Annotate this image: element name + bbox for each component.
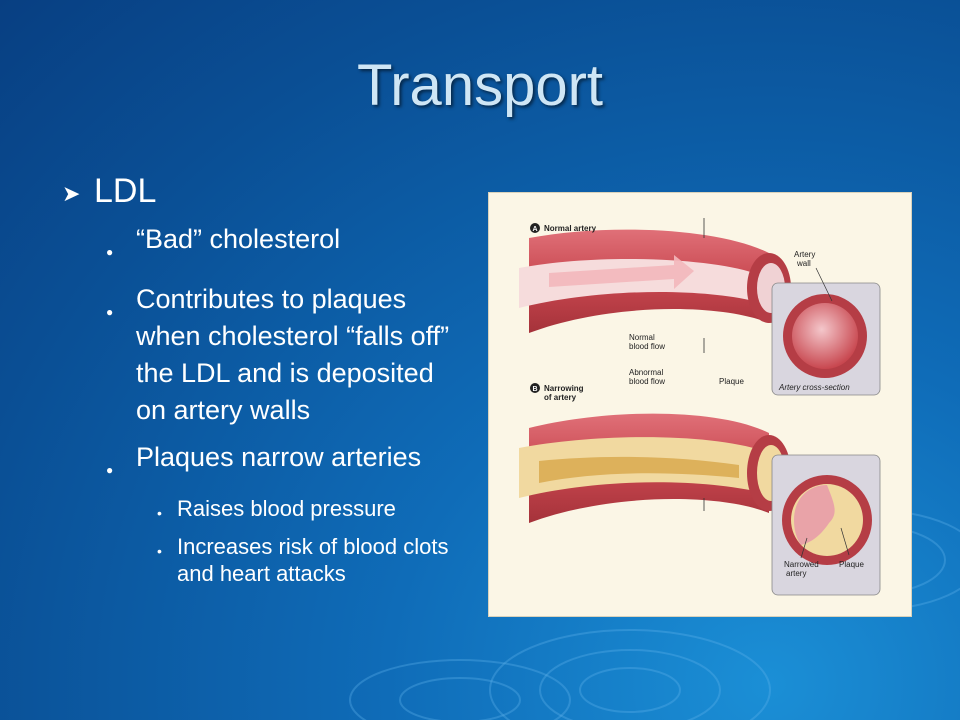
artery-illustration: A Normal artery Artery wall Normal blood… — [488, 192, 912, 617]
point-text: Plaques narrow arteries — [136, 442, 422, 472]
point-text: Contributes to plaques when cholesterol … — [136, 284, 450, 425]
dot-bullet-icon: ● — [106, 305, 114, 319]
artery-wall-label-2: wall — [796, 259, 811, 268]
narrowed-artery-label: Narrowed — [784, 560, 819, 569]
subpoint-item: • Raises blood pressure — [157, 495, 462, 527]
subpoint-text: Raises blood pressure — [177, 496, 396, 521]
point-item: ● Plaques narrow arteries — [106, 439, 462, 489]
plaque-label-top: Plaque — [719, 377, 744, 386]
abnormal-flow-label-2: blood flow — [629, 377, 665, 386]
point-text: “Bad” cholesterol — [136, 224, 341, 254]
slide-title: Transport — [356, 53, 604, 118]
point-item: ● “Bad” cholesterol — [106, 221, 462, 271]
main-bullet-text: LDL — [94, 172, 157, 210]
panel-b-letter: B — [533, 386, 538, 393]
slide-content: ➤ LDL ● “Bad” cholesterol ● Contributes … — [62, 172, 462, 587]
point-item: ● Contributes to plaques when cholestero… — [106, 281, 462, 429]
small-dot-bullet-icon: • — [157, 505, 162, 521]
panel-b-title: Narrowing — [544, 384, 584, 393]
dot-bullet-icon: ● — [106, 463, 114, 477]
artery-wall-label: Artery — [794, 250, 815, 259]
narrowed-artery-label-2: artery — [786, 569, 806, 578]
abnormal-flow-label: Abnormal — [629, 368, 663, 377]
plaque-label-bottom: Plaque — [839, 560, 864, 569]
normal-artery-drawing — [519, 229, 791, 333]
dot-bullet-icon: ● — [106, 245, 114, 259]
subpoint-text: Increases risk of blood clots and heart … — [177, 534, 449, 586]
main-bullet: ➤ LDL — [62, 172, 462, 211]
cross-section-label: Artery cross-section — [778, 383, 850, 392]
panel-a-letter: A — [533, 226, 538, 233]
subpoint-item: • Increases risk of blood clots and hear… — [157, 533, 462, 587]
narrowed-artery-drawing — [519, 413, 791, 523]
small-dot-bullet-icon: • — [157, 543, 162, 559]
artery-diagram: A Normal artery Artery wall Normal blood… — [519, 218, 881, 596]
panel-b-title-2: of artery — [544, 393, 577, 402]
panel-a-title: Normal artery — [544, 224, 597, 233]
normal-flow-label-2: blood flow — [629, 342, 665, 351]
arrow-bullet-icon: ➤ — [62, 181, 81, 206]
normal-flow-label: Normal — [629, 333, 655, 342]
